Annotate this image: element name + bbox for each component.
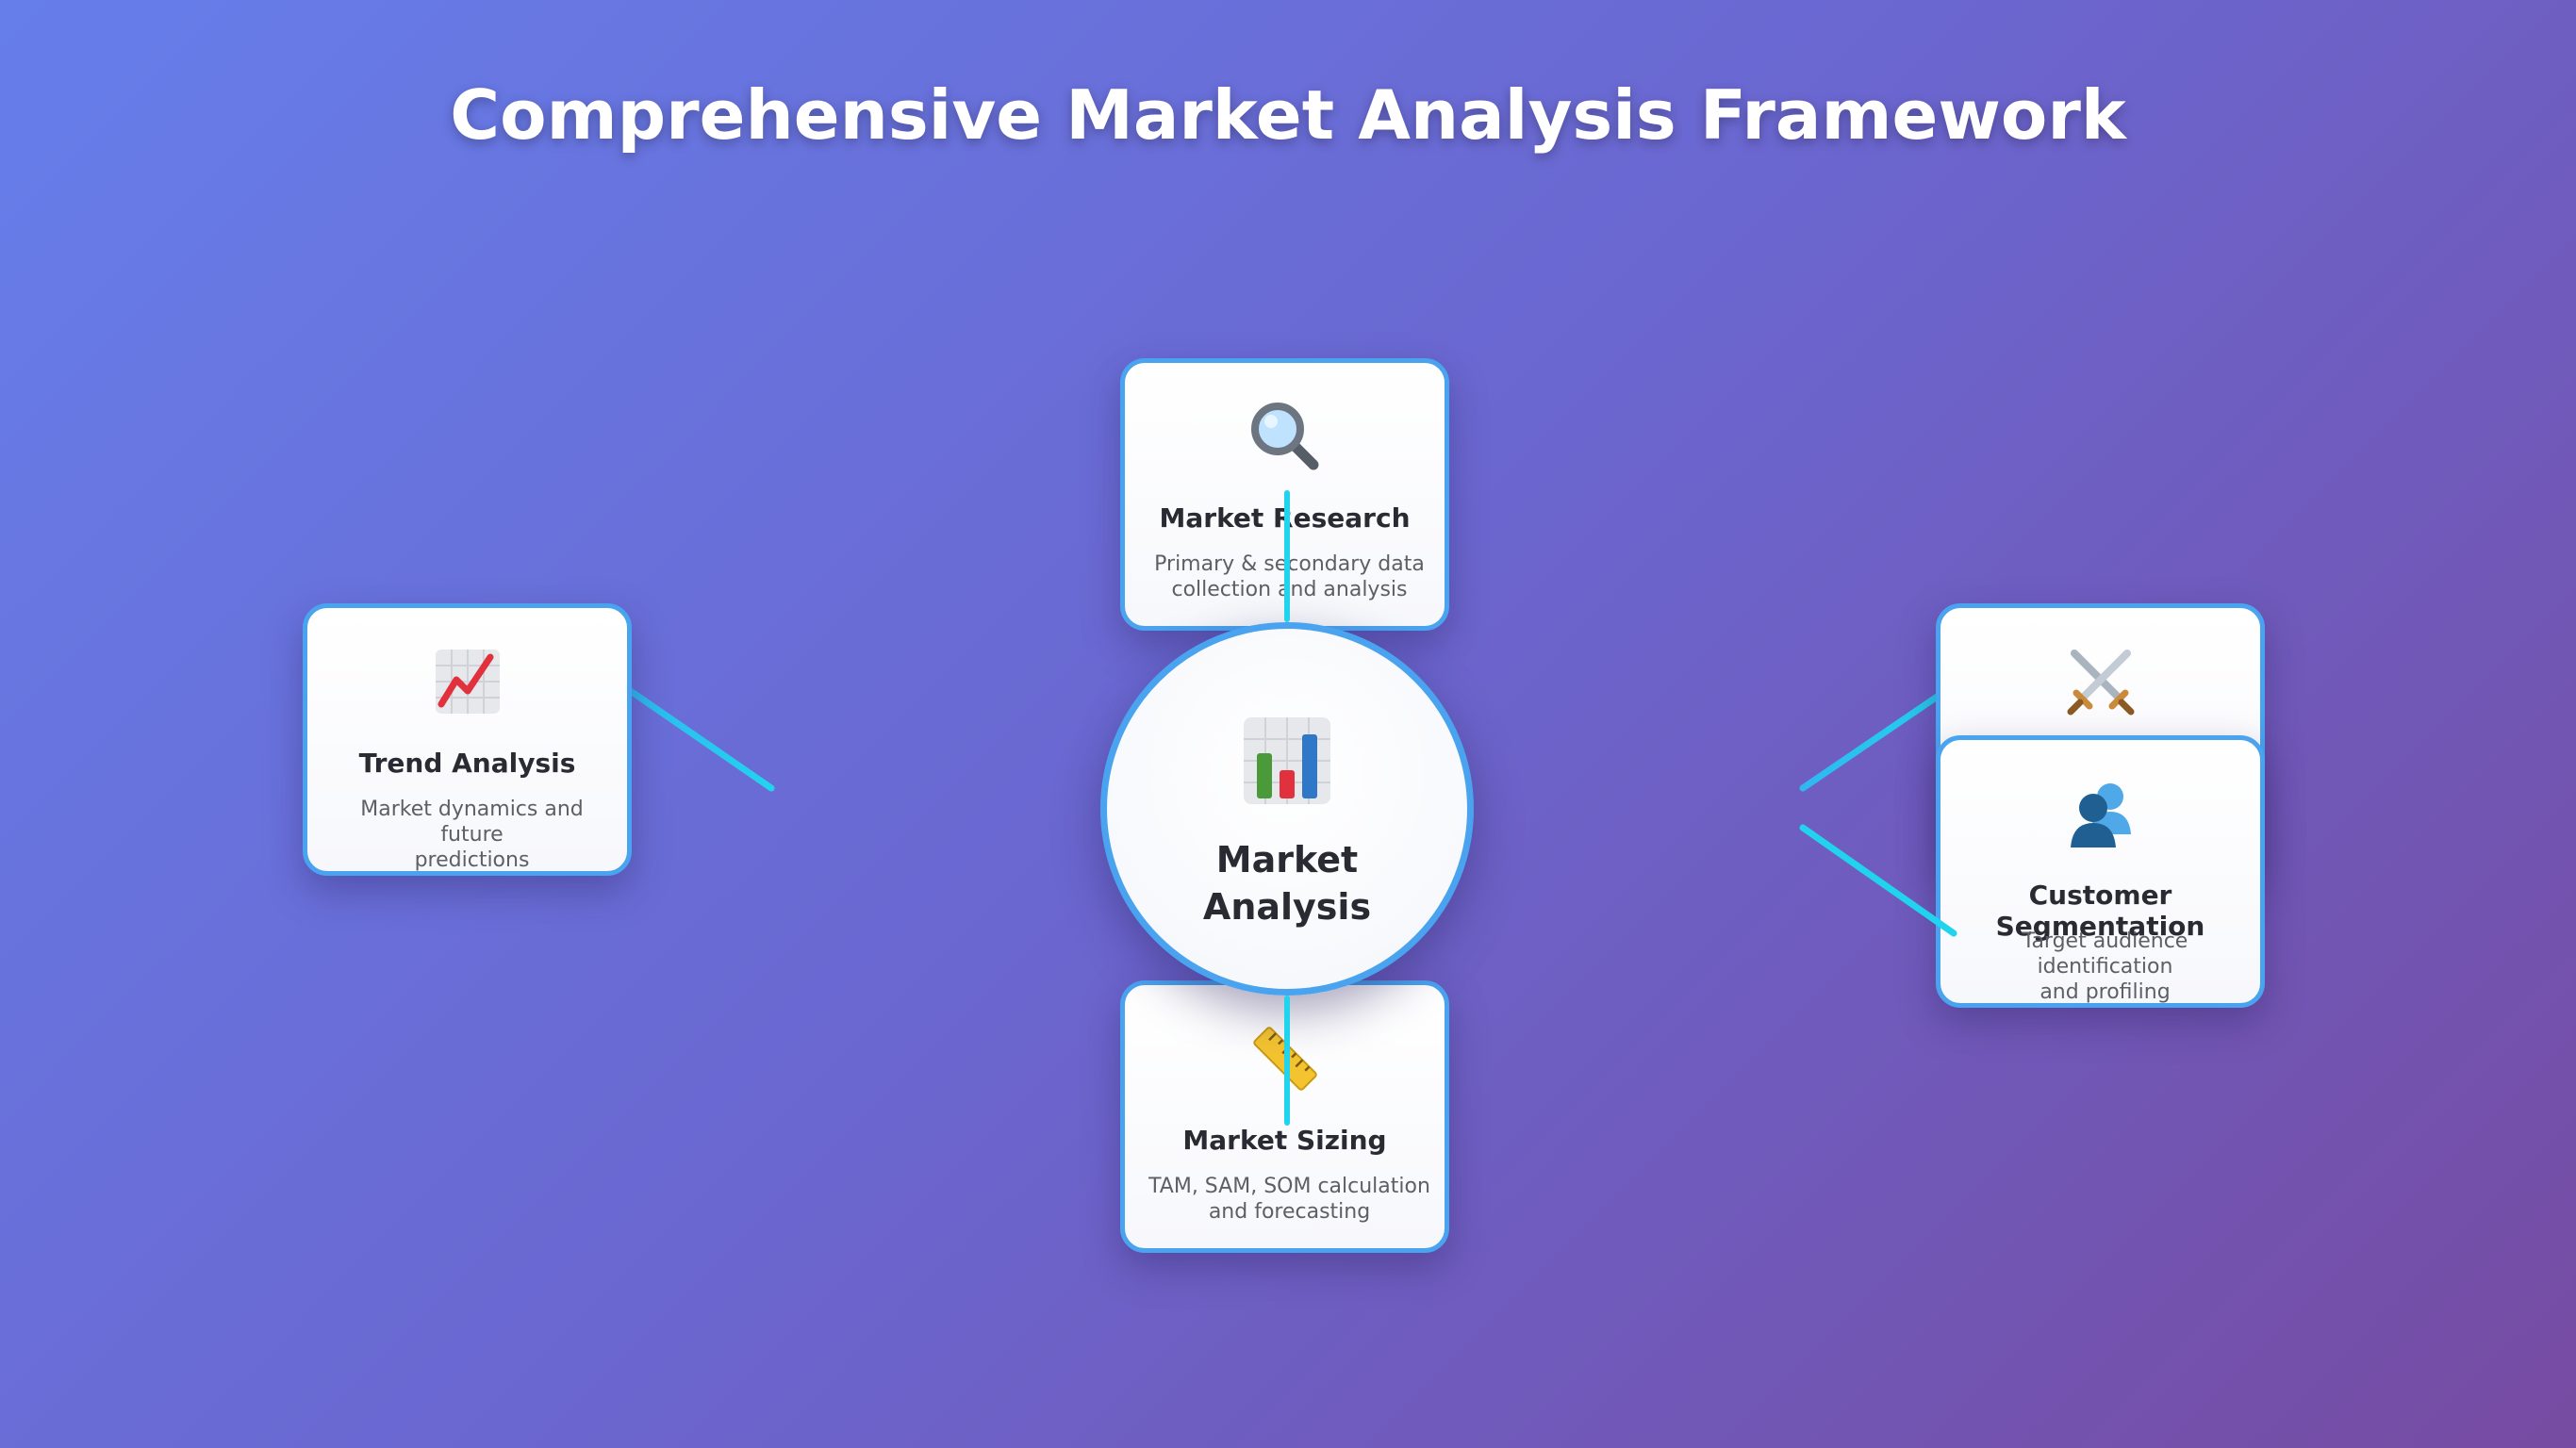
connector-research [1284, 490, 1290, 622]
bar-chart-icon [1107, 709, 1467, 813]
people-icon [1940, 776, 2260, 851]
page-title: Comprehensive Market Analysis Framework [450, 75, 2126, 155]
trend-chart-icon [307, 644, 627, 719]
node-title: Trend Analysis [358, 748, 576, 779]
node-title: Customer Segmentation [1995, 880, 2205, 942]
connector-sizing [1284, 996, 1290, 1126]
node-customer-segmentation[interactable]: Customer Segmentation Target audience id… [1936, 735, 2265, 1008]
node-trend-analysis[interactable]: Trend Analysis Market dynamics and futur… [303, 603, 632, 876]
crossed-swords-icon [1940, 644, 2260, 719]
connector-competitive [1799, 682, 1957, 792]
connector-trend [619, 682, 775, 792]
node-title: Market Sizing [1182, 1125, 1387, 1156]
magnifier-icon [1125, 399, 1445, 474]
